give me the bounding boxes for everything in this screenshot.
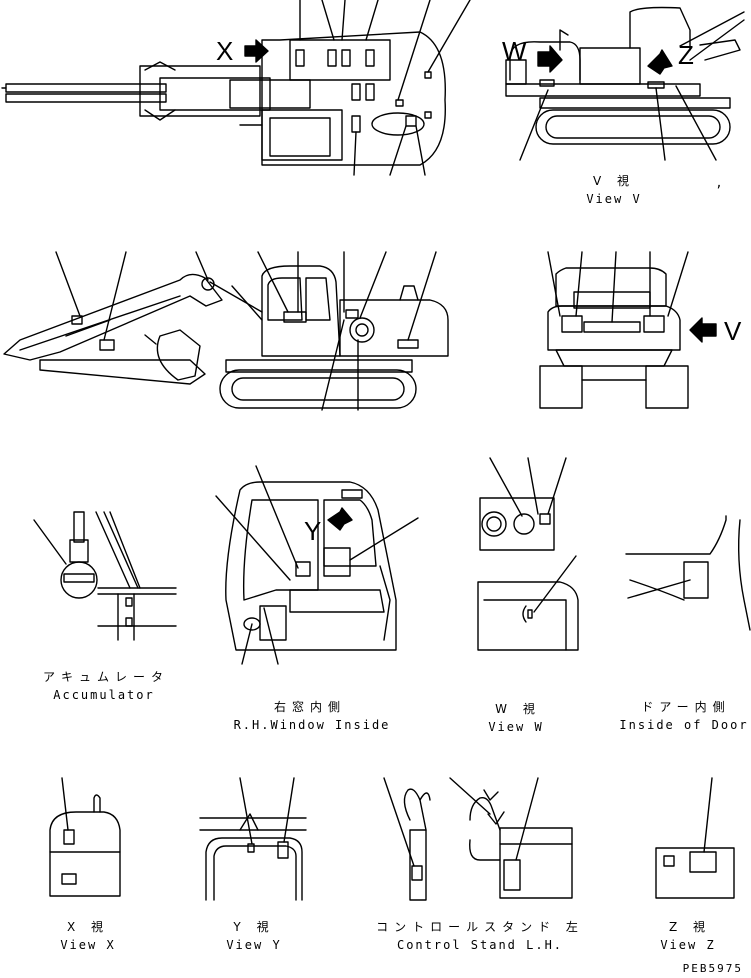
callout-w: W: [502, 36, 527, 66]
callout-v: V: [724, 316, 742, 346]
callout-x: X: [216, 36, 234, 66]
view-v-label-en: View V: [586, 192, 642, 206]
inside-door-detail: [625, 515, 751, 631]
view-w-detail: [477, 457, 579, 651]
view-w-label-jp: W 視: [495, 702, 541, 716]
view-z-label-jp: Z 視: [668, 920, 712, 934]
accumulator-label-jp: アキュムレータ: [42, 670, 170, 684]
view-y-detail: [199, 777, 307, 901]
drawing-code: PEB5975: [682, 962, 743, 975]
inside-door-label-jp: ドアー内側: [641, 700, 731, 714]
view-y-label-jp: Y 視: [233, 920, 275, 934]
view-z-detail: [655, 777, 735, 899]
side-view-full: [3, 251, 449, 411]
accumulator-detail: [33, 511, 177, 641]
control-stand-detail: [383, 777, 573, 901]
side-view-machine: [505, 6, 745, 161]
view-x-label-jp: X 視: [66, 920, 110, 934]
view-w-label-en: View W: [488, 720, 544, 734]
view-x-label-en: View X: [60, 938, 116, 952]
view-v-label-jp: V 視: [592, 174, 636, 188]
callout-z: Z: [678, 40, 694, 70]
callout-y: Y: [304, 516, 322, 546]
view-v-mark: ,: [715, 176, 725, 190]
inside-door-label-en: Inside of Door: [619, 718, 749, 732]
rh-window-label-jp: 右窓内側: [273, 700, 347, 714]
view-z-label-en: View Z: [660, 938, 716, 952]
view-x-detail: [49, 777, 121, 897]
rh-window-inside: [215, 465, 419, 665]
control-stand-label-jp: コントロールスタンド 左: [376, 920, 584, 934]
control-stand-label-en: Control Stand L.H.: [396, 938, 564, 952]
accumulator-label-en: Accumulator: [53, 688, 155, 702]
rh-window-label-en: R.H.Window Inside: [233, 718, 391, 732]
top-view-machine: [1, 0, 471, 176]
rear-view: [539, 251, 717, 409]
view-y-label-en: View Y: [226, 938, 282, 952]
